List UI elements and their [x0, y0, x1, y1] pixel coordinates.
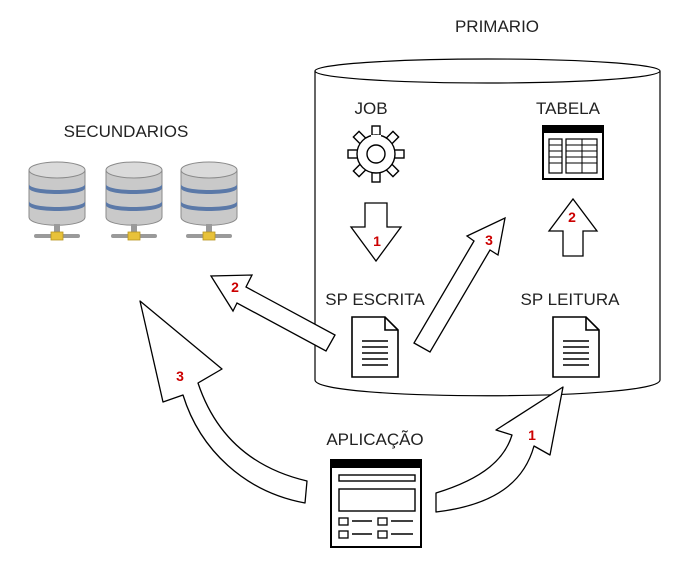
arrow-sp-write-to-table: 3	[413, 216, 506, 353]
step-number-sp-read-to-table: 2	[568, 209, 576, 225]
database-server-icon	[28, 161, 86, 241]
gear-icon	[347, 125, 405, 183]
primary-label: PRIMARIO	[455, 17, 539, 36]
secondaries-label: SECUNDARIOS	[64, 122, 189, 141]
table-label: TABELA	[536, 99, 601, 118]
step-number-sp-write-to-table: 3	[485, 232, 493, 248]
sp-write-label: SP ESCRITA	[325, 290, 425, 309]
curved-arrow-application-to-primary: 1	[435, 386, 564, 513]
sp-read-document-icon	[552, 316, 600, 378]
arrow-sp-read-to-table: 2	[547, 197, 599, 257]
secondary-servers	[28, 161, 238, 241]
app-window-icon	[330, 459, 422, 548]
table-icon	[542, 125, 604, 180]
step-number-job-to-sp-write: 1	[373, 233, 381, 249]
arrow-job-to-sp-write: 1	[349, 202, 403, 263]
application-label: APLICAÇÃO	[326, 430, 423, 449]
sp-read-label: SP LEITURA	[521, 290, 621, 309]
database-server-icon	[105, 161, 163, 241]
step-number-application-to-primary: 1	[528, 427, 536, 443]
arrow-sp-write-to-secondaries: 2	[209, 274, 336, 352]
sp-write-document-icon	[351, 316, 399, 378]
step-number-sp-write-to-secondaries: 2	[231, 279, 239, 295]
step-number-application-to-secondaries: 3	[176, 368, 184, 384]
curved-arrow-application-to-secondaries: 3	[139, 300, 308, 504]
job-label: JOB	[354, 99, 387, 118]
database-server-icon	[180, 161, 238, 241]
